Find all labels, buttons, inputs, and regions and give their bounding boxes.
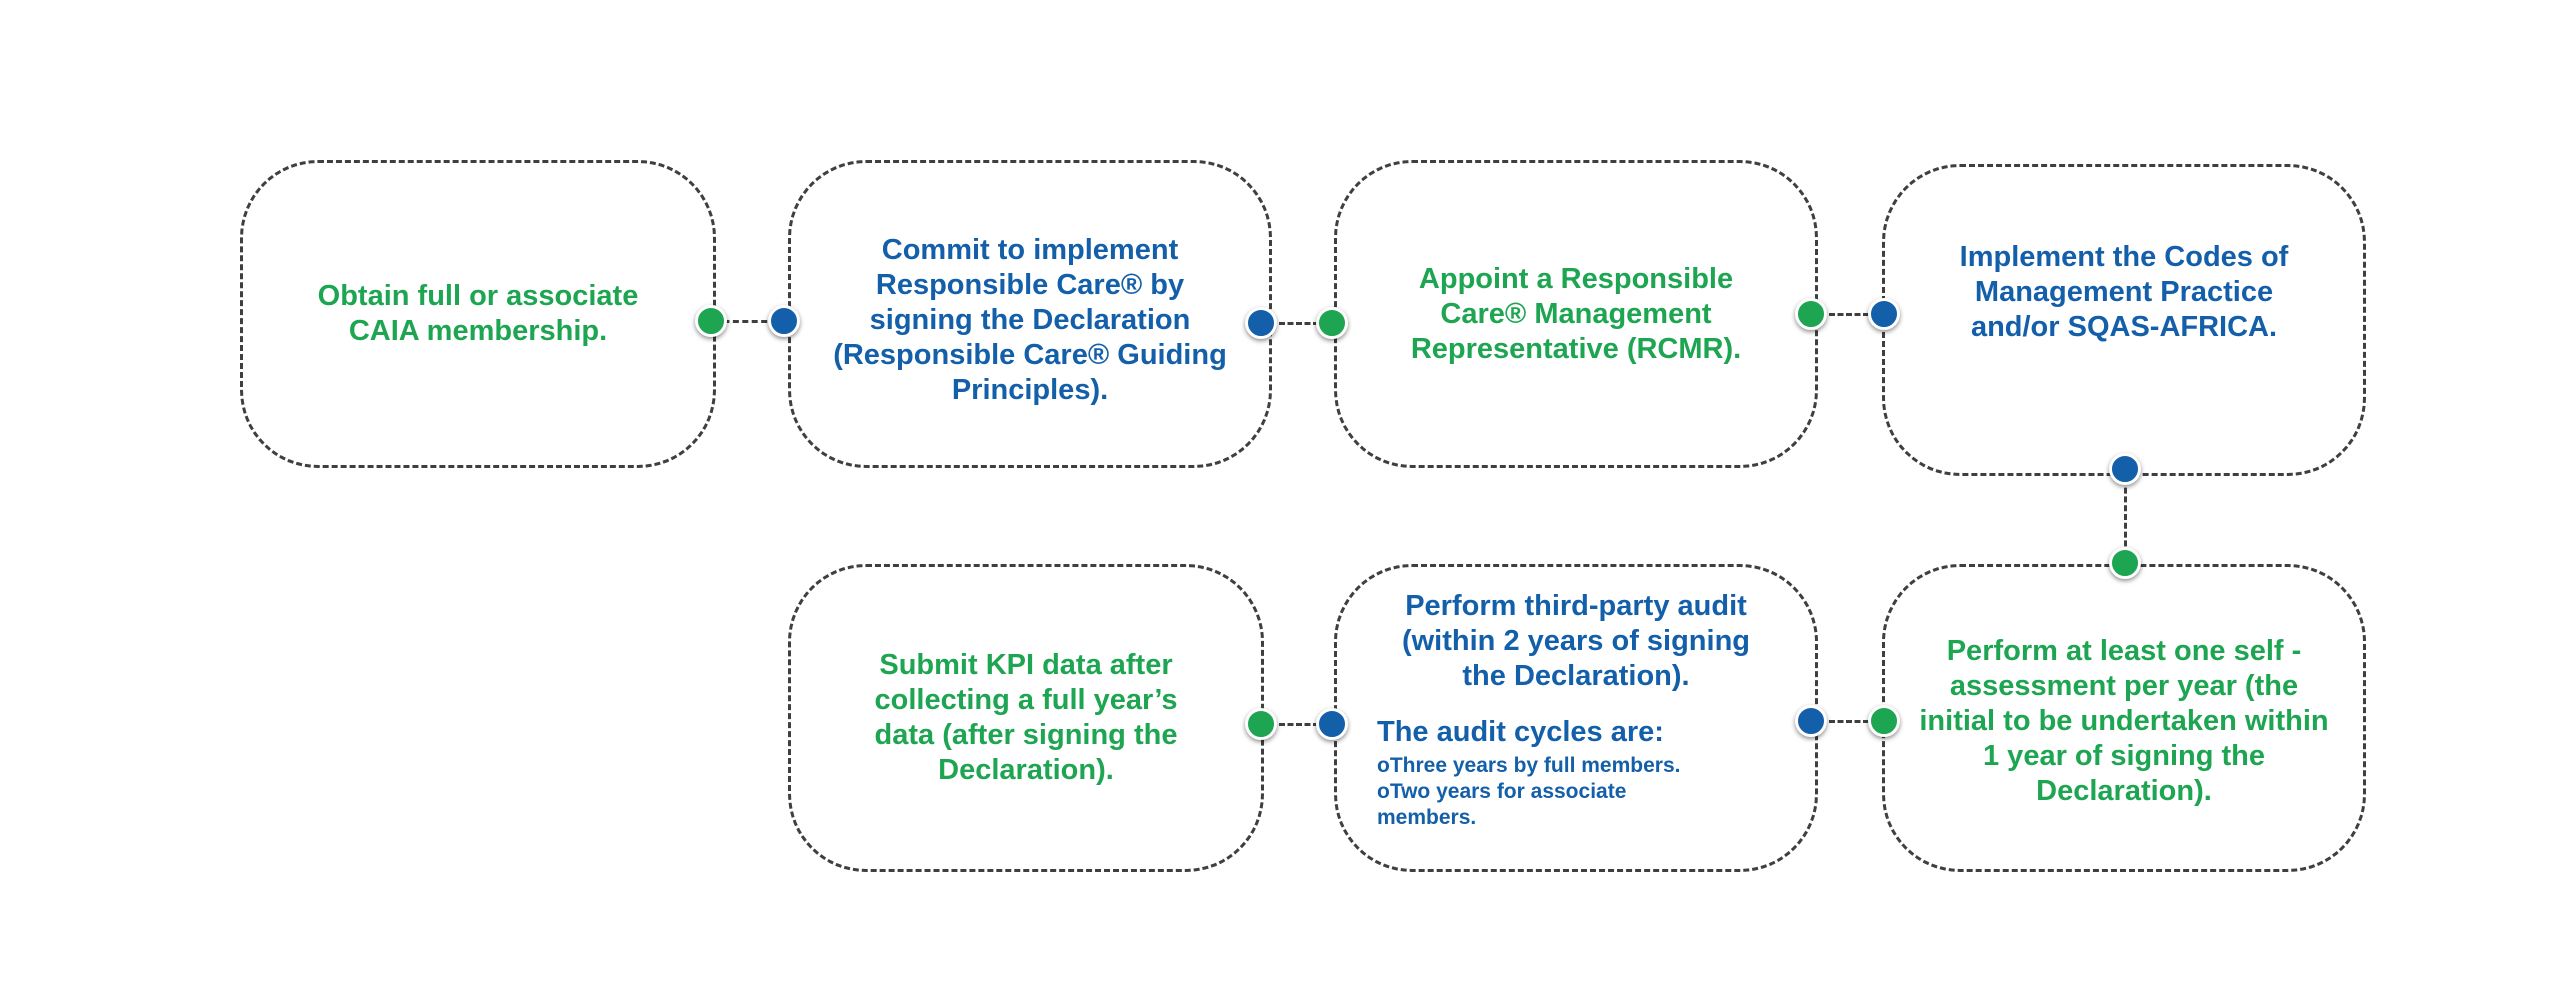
connector-dot-green (1316, 307, 1348, 339)
step-2-text: Commit to implement Responsible Care® by… (833, 233, 1227, 406)
audit-cycle-item: oTwo years for associate members. (1377, 780, 1627, 829)
step-5-box: Perform at least one self -assessment pe… (1882, 564, 2366, 872)
connector-5-6 (1812, 720, 1886, 723)
connector-dot-blue (1795, 705, 1827, 737)
connector-1-2 (714, 320, 786, 323)
connector-dot-blue (2109, 453, 2141, 485)
step-1-box: Obtain full or associate CAIA membership… (240, 160, 716, 468)
step-6-box: Perform third-party audit (within 2 year… (1334, 564, 1818, 872)
connector-3-4 (1812, 313, 1886, 316)
step-7-box: Submit KPI data after collecting a full … (788, 564, 1264, 872)
connector-dot-blue (1868, 298, 1900, 330)
audit-cycles-list: oThree years by full members. oTwo years… (1377, 753, 1775, 831)
step-3-text: Appoint a Responsible Care® Management R… (1410, 262, 1742, 365)
step-3-box: Appoint a Responsible Care® Management R… (1334, 160, 1818, 468)
connector-4-5 (2124, 470, 2127, 564)
connector-dot-blue (768, 305, 800, 337)
connector-dot-green (1245, 708, 1277, 740)
step-2-box: Commit to implement Responsible Care® by… (788, 160, 1272, 468)
connector-dot-green (1795, 298, 1827, 330)
connector-2-3 (1262, 322, 1336, 325)
connector-dot-green (2109, 547, 2141, 579)
step-7-text: Submit KPI data after collecting a full … (874, 649, 1178, 786)
step-4-text: Implement the Codes of Management Practi… (1959, 240, 2289, 343)
connector-6-7 (1262, 723, 1336, 726)
step-6-text: Perform third-party audit (within 2 year… (1401, 590, 1751, 692)
connector-dot-blue (1316, 708, 1348, 740)
audit-cycle-item: oThree years by full members. (1377, 754, 1681, 777)
connector-dot-green (695, 305, 727, 337)
connector-dot-green (1868, 705, 1900, 737)
connector-dot-blue (1245, 307, 1277, 339)
step-1-text: Obtain full or associate CAIA membership… (317, 280, 639, 347)
step-5-text: Perform at least one self -assessment pe… (1919, 634, 2329, 807)
audit-cycles-heading: The audit cycles are: (1377, 716, 1664, 748)
step-4-box: Implement the Codes of Management Practi… (1882, 164, 2366, 476)
